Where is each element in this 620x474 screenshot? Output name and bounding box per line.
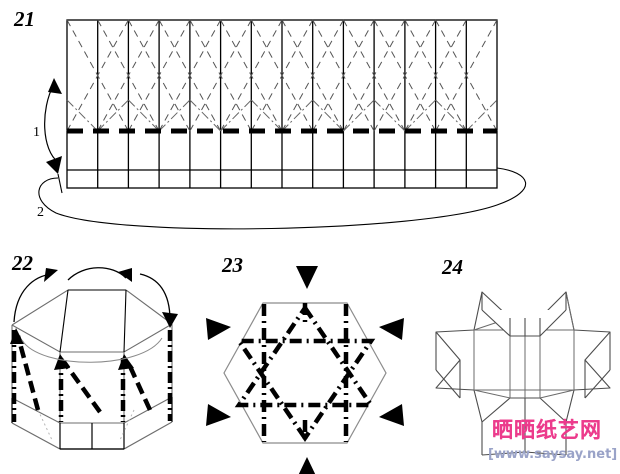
watermark-url: [www.saysay.net]: [488, 447, 618, 462]
push-arrow-lower-right: [379, 404, 404, 426]
step-22-top-arrowhead-right: [162, 312, 178, 328]
step-21-arrow-1-head: [48, 78, 62, 94]
push-arrow-bottom: [298, 457, 316, 474]
step-21-number: 21: [13, 7, 35, 31]
step-23-push-arrows: [206, 266, 404, 474]
push-arrow-lower-left: [206, 404, 231, 426]
step-24-number: 24: [441, 255, 463, 279]
watermark: 晒晒纸艺网 [www.saysay.net]: [488, 414, 620, 462]
step-22-number: 22: [11, 251, 34, 275]
step-21-label-1: 1: [33, 125, 40, 140]
step-22-top-arrows: [13, 267, 171, 363]
step-23-vertical-creases: [261, 303, 349, 443]
step-22-collapse-arrows: [15, 335, 153, 414]
step-21-label-2: 2: [37, 205, 44, 220]
step-22-arrowhead-right: [118, 354, 134, 370]
step-21-dashdot-creases: [66, 99, 498, 132]
step-22-prism: [11, 289, 173, 450]
step-21-arrow-2-head: [46, 156, 62, 174]
step-22-top-arrowhead-mid: [118, 268, 132, 282]
push-arrow-upper-left: [206, 318, 231, 340]
push-arrow-top: [296, 266, 318, 289]
watermark-chinese: 晒晒纸艺网: [492, 418, 602, 442]
push-arrow-upper-right: [379, 318, 404, 340]
step-22-arrowhead-mid: [54, 354, 70, 370]
step-23-figure: 23: [206, 253, 404, 474]
step-23-number: 23: [221, 253, 243, 277]
step-21-grid: [66, 19, 498, 189]
step-21-dashed-creases: [66, 19, 498, 132]
step-21-arrow-2: [38, 167, 527, 230]
step-21-figure: 21 1 2: [13, 7, 527, 230]
step-24-figure: 24: [435, 255, 611, 456]
step-21-arrow-1: [44, 83, 59, 163]
step-22-arrowhead-left: [10, 328, 24, 344]
step-22-top-arrowhead-left: [44, 268, 58, 282]
step-24-star-box: [435, 291, 611, 456]
step-23-star-creases: [234, 304, 376, 442]
step-22-figure: 22: [10, 251, 178, 450]
